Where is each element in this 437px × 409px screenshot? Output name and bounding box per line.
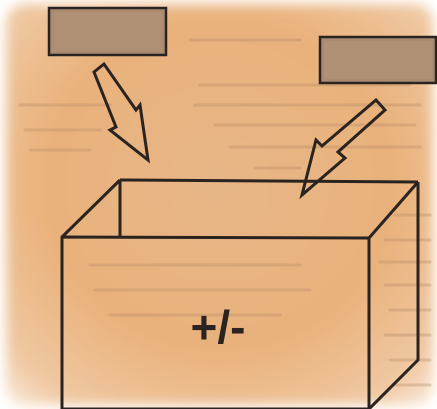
placeholder-box-right-shade [324, 41, 432, 79]
arrow-right-icon [299, 97, 388, 200]
box-back-top-edge [119, 178, 419, 184]
placeholder-box-left-shade [53, 12, 162, 51]
box-top-right-edge [367, 181, 420, 239]
box-top-left-edge [60, 178, 122, 239]
bleed-through-text [18, 38, 432, 387]
paper-background [6, 4, 433, 405]
box-front-face [60, 235, 371, 409]
box-right-side [367, 182, 420, 409]
arrow-left-icon [92, 61, 151, 164]
box-label: +/- [191, 301, 246, 353]
open-box [60, 178, 420, 409]
